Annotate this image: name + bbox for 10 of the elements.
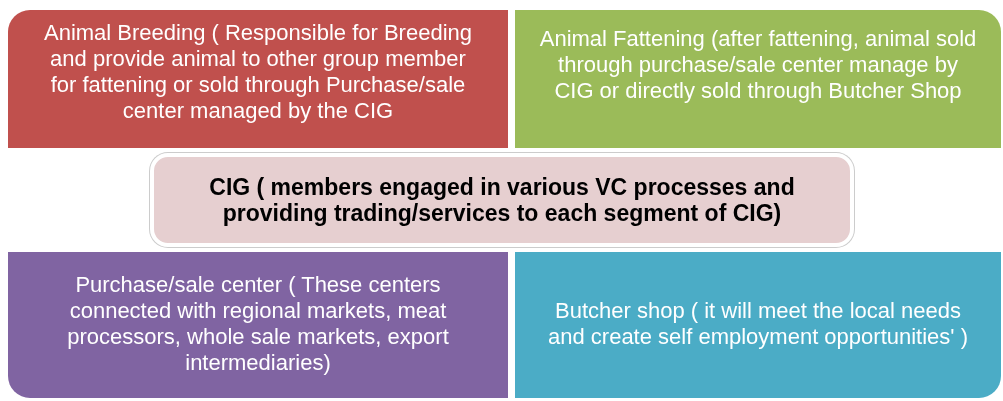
segment-text: Butcher shop ( it will meet the local needs and create self employment opportunities' )	[547, 298, 969, 350]
segment-panel	[515, 10, 1001, 148]
central-text: CIG ( members engaged in various VC processes and providing trading/services to each segment of CIG)	[208, 174, 796, 226]
segment-text: Purchase/sale center ( These centers connected with regional markets, meat processors, whole sale markets, export intermediaries)	[66, 272, 450, 376]
central-box	[150, 153, 854, 247]
segment-panel	[8, 10, 508, 148]
segment-text: Animal Breeding ( Responsible for Breeding and provide animal to other group member for fattening or sold through Purchase/sale center managed by the CIG	[43, 20, 473, 124]
segment-text: Animal Fattening (after fattening, animal sold through purchase/sale center manage by CIG or directly sold through Butcher Shop	[538, 26, 978, 104]
segment-panel	[8, 252, 508, 398]
segment-panel	[515, 252, 1001, 398]
